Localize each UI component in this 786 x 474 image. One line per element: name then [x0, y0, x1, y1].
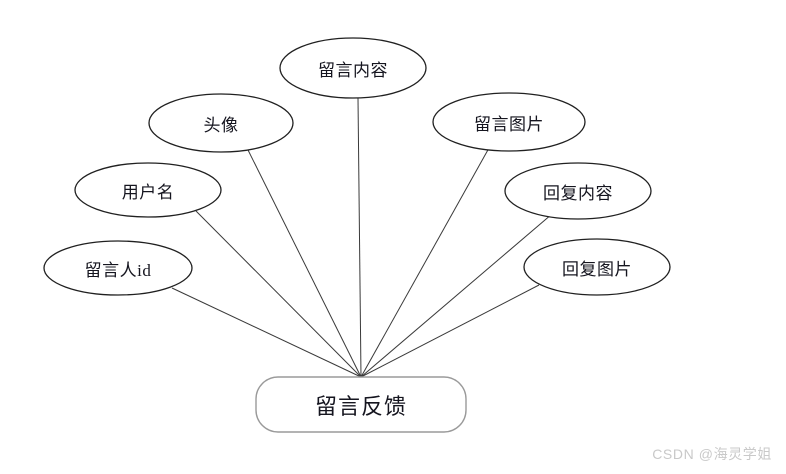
- attribute-ellipses-group: [43, 37, 671, 296]
- attribute-ellipse-huifu-neirong[interactable]: [504, 162, 652, 220]
- attribute-ellipse-liuyanren-id[interactable]: [43, 240, 193, 296]
- connector-line-liuyanren-id: [171, 287, 362, 378]
- entity-box-shape[interactable]: [255, 376, 467, 433]
- connector-lines-group: [171, 97, 553, 378]
- attribute-ellipse-huifu-tupian[interactable]: [523, 238, 671, 296]
- entity-box-group: [255, 376, 467, 433]
- watermark-text: CSDN @海灵学姐: [652, 446, 772, 462]
- attribute-ellipse-yonghuming[interactable]: [74, 162, 222, 218]
- connector-line-huifu-neirong: [360, 213, 553, 378]
- attribute-ellipse-liuyan-tupian[interactable]: [432, 92, 586, 152]
- attribute-ellipse-liuyan-neirong[interactable]: [279, 37, 427, 99]
- connector-line-liuyan-neirong: [357, 97, 362, 378]
- connector-line-touxiang: [247, 149, 362, 378]
- connector-line-huifu-tupian: [360, 284, 540, 378]
- connector-line-yonghuming: [195, 210, 362, 378]
- connector-line-liuyan-tupian: [360, 147, 490, 378]
- attribute-ellipse-touxiang[interactable]: [148, 93, 294, 153]
